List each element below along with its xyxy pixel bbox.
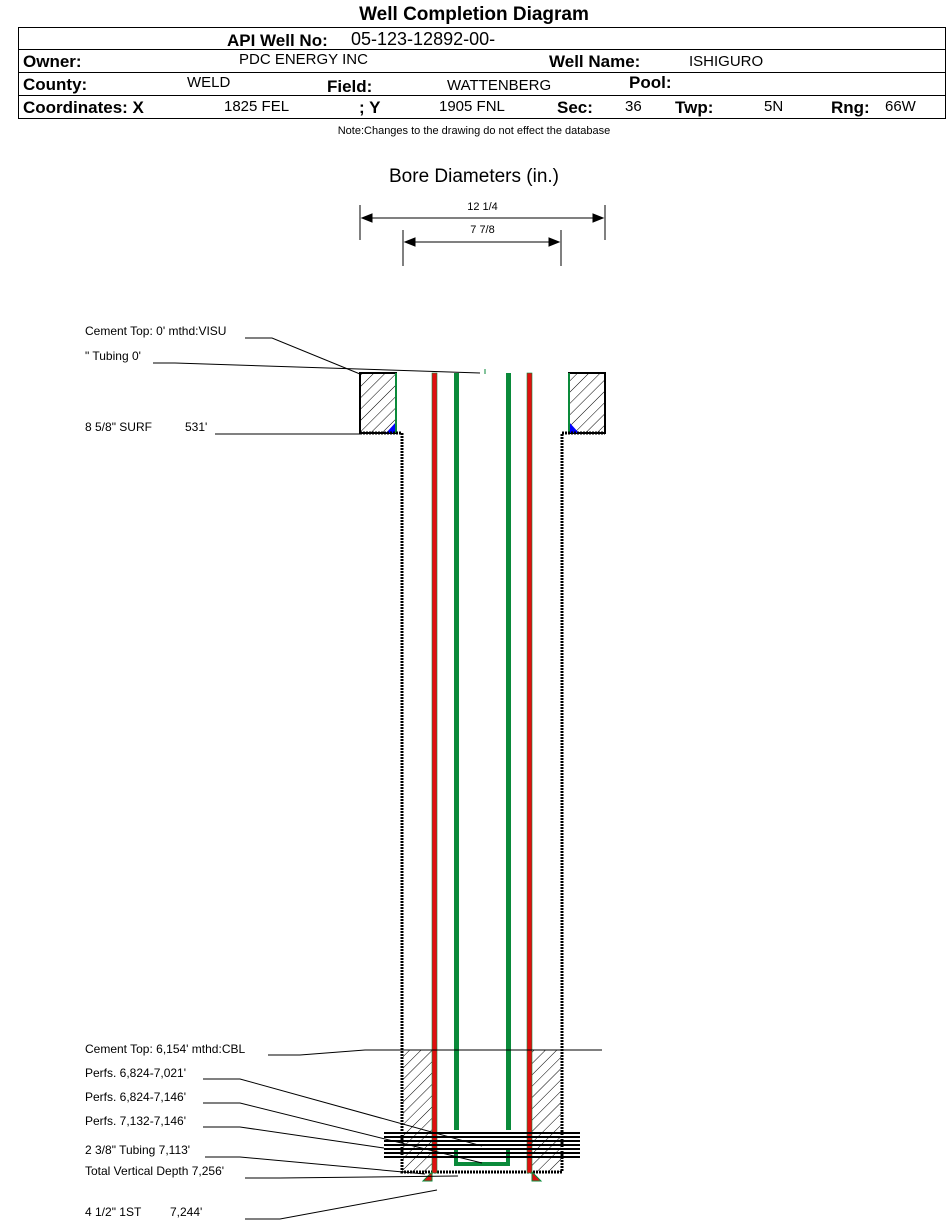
twp-value: 5N (764, 98, 784, 115)
well-name-label: Well Name: (549, 52, 641, 71)
perfs-label-3: Perfs. 7,132-7,146' (85, 1114, 187, 1128)
surface-cement-right (568, 372, 606, 434)
county-value: WELD (187, 74, 231, 91)
bore-inner-diameter: 7 7/8 (470, 224, 495, 236)
county-label: County: (23, 75, 88, 94)
bore-outer-diameter: 12 1/4 (467, 201, 498, 213)
api-label: API Well No: (227, 31, 328, 50)
bore-dimension-outer (359, 205, 606, 240)
coord-y-label: ; Y (359, 98, 381, 117)
coord-x-value: 1825 FEL (224, 98, 290, 115)
surface-casing-label: 8 5/8" SURF (85, 420, 152, 434)
cement-top-cbl-label: Cement Top: 6,154' mthd:CBL (85, 1042, 246, 1056)
hole-wall (360, 431, 605, 1174)
field-label: Field: (327, 77, 373, 96)
bottom-cement-right (532, 1050, 561, 1172)
production-casing-right (526, 372, 533, 1174)
cement-top-surface-label: Cement Top: 0' mthd:VISU (85, 324, 227, 338)
well-header-table: API Well No: 05-123-12892-00- Owner: PDC… (18, 27, 946, 119)
tubing-right (506, 373, 511, 1130)
surface-cement-left (359, 372, 397, 434)
tubing-top-label: " Tubing 0' (85, 349, 141, 363)
field-value: WATTENBERG (447, 77, 552, 94)
total-vertical-depth-label: Total Vertical Depth 7,256' (85, 1164, 225, 1178)
sec-label: Sec: (557, 98, 593, 117)
production-casing-left (431, 372, 438, 1174)
page-title: Well Completion Diagram (359, 4, 589, 25)
production-casing-depth: 7,244' (170, 1205, 203, 1219)
bottom-cement-left (403, 1050, 432, 1172)
coord-y-value: 1905 FNL (439, 98, 505, 115)
sec-value: 36 (625, 98, 642, 115)
cement-shoe-left (386, 422, 396, 433)
surface-casing-depth: 531' (185, 420, 208, 434)
leader-lines (153, 337, 602, 1220)
note: Note:Changes to the drawing do not effec… (337, 125, 611, 137)
api-value: 05-123-12892-00- (351, 29, 496, 49)
owner-label: Owner: (23, 52, 82, 71)
bore-title: Bore Diameters (in.) (389, 166, 559, 187)
tubing-left (454, 373, 459, 1130)
rng-label: Rng: (831, 98, 870, 117)
pool-label: Pool: (629, 73, 672, 92)
perfs-label-2: Perfs. 6,824-7,146' (85, 1090, 187, 1104)
twp-label: Twp: (675, 98, 714, 117)
casing-shoe-right (531, 1170, 543, 1182)
perforations (384, 1132, 580, 1158)
well-name-value: ISHIGURO (689, 53, 764, 70)
coord-x-label: Coordinates: X (23, 98, 144, 117)
owner-value: PDC ENERGY INC (239, 51, 368, 68)
bore-dimension-inner (402, 230, 562, 266)
perfs-label-1: Perfs. 6,824-7,021' (85, 1066, 187, 1080)
production-casing-label: 4 1/2" 1ST (85, 1205, 142, 1219)
rng-value: 66W (885, 98, 916, 115)
cement-shoe-right (569, 422, 579, 433)
tubing-bottom-label: 2 3/8" Tubing 7,113' (85, 1143, 191, 1157)
